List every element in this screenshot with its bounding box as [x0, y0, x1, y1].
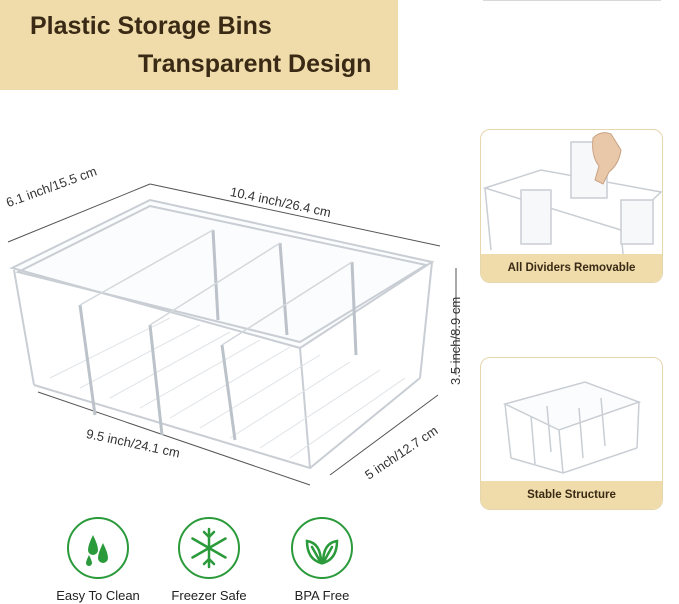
feature-label-bpa-free: BPA Free [294, 588, 350, 603]
leaves-icon [291, 517, 353, 579]
feature-easy-to-clean: Easy To Clean [53, 517, 143, 603]
banner-subtitle: Transparent Design [138, 50, 372, 78]
stable-structure-card: Stable Structure [480, 357, 663, 510]
stable-structure-caption: Stable Structure [481, 481, 662, 509]
water-drops-icon [67, 517, 129, 579]
bin-outline [9, 198, 435, 470]
dividers-removable-image [482, 132, 662, 255]
dividers-removable-caption: All Dividers Removable [481, 254, 662, 282]
feature-label-easy-to-clean: Easy To Clean [56, 588, 140, 603]
dividers-removable-card: All Dividers Removable [480, 129, 663, 283]
stable-structure-image [502, 381, 642, 474]
feature-label-freezer-safe: Freezer Safe [171, 588, 247, 603]
height-dimension-label: 3.5 inch/8.9 cm [448, 296, 463, 385]
snowflake-icon [178, 517, 240, 579]
banner-title: Plastic Storage Bins [30, 12, 272, 40]
feature-bpa-free: BPA Free [277, 517, 367, 603]
storage-bin-illustration [7, 183, 457, 486]
dimension-lines [7, 183, 457, 486]
top-divider [483, 0, 661, 1]
title-banner: Plastic Storage Bins Transparent Design [0, 0, 398, 90]
feature-freezer-safe: Freezer Safe [164, 517, 254, 603]
